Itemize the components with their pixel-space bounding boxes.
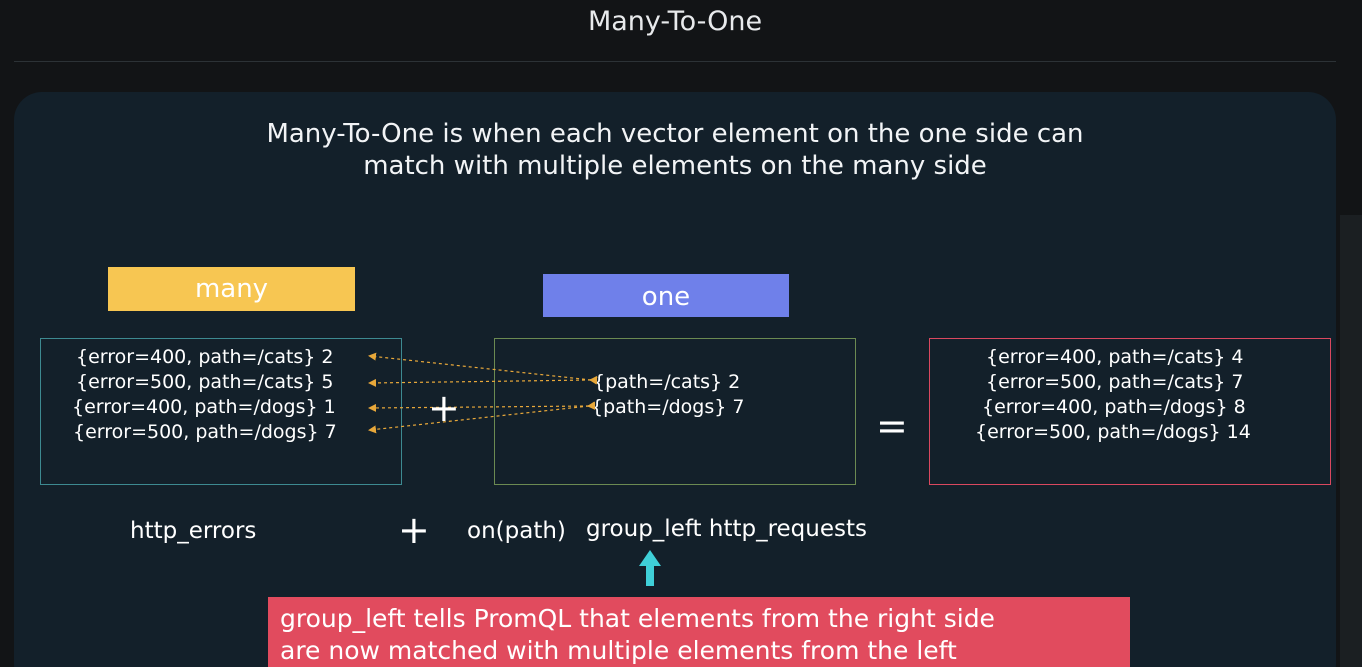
equals-operator: = (876, 404, 908, 448)
up-arrow-icon (639, 550, 661, 586)
result-row: {error=400, path=/dogs} 8 (982, 396, 1246, 418)
result-row: {error=500, path=/cats} 7 (986, 371, 1244, 393)
match-arrow (368, 401, 596, 434)
many-row: {error=500, path=/cats} 5 (76, 371, 334, 393)
heading-line-1: Many-To-One is when each vector element … (266, 119, 1084, 149)
side-strip (1340, 215, 1362, 667)
expr-plus-operator: + (398, 508, 430, 552)
expr-on-clause: on(path) (467, 518, 566, 544)
result-row: {error=400, path=/cats} 4 (986, 346, 1244, 368)
many-row: {error=400, path=/dogs} 1 (72, 396, 336, 418)
slide-panel (14, 92, 1336, 667)
plus-operator: + (428, 386, 460, 430)
many-row: {error=500, path=/dogs} 7 (73, 421, 337, 443)
result-vector-box (929, 338, 1331, 485)
one-row: {path=/cats} 2 (593, 371, 741, 393)
expr-left-metric: http_errors (130, 518, 257, 544)
one-row: {path=/dogs} 7 (591, 396, 745, 418)
match-arrow (368, 375, 598, 387)
one-label: one (543, 274, 789, 317)
match-arrow (368, 401, 596, 412)
expr-group-left: group_left http_requests (586, 516, 867, 542)
title-divider (14, 61, 1336, 62)
page-title: Many-To-One (587, 6, 763, 37)
heading-line-2: match with multiple elements on the many… (363, 151, 987, 181)
result-row: {error=500, path=/dogs} 14 (975, 421, 1251, 443)
many-label: many (108, 267, 355, 311)
many-row: {error=400, path=/cats} 2 (76, 346, 334, 368)
match-arrow (368, 352, 598, 385)
explanation-callout: group_left tells PromQL that elements fr… (268, 597, 1130, 667)
callout-line-2: are now matched with multiple elements f… (280, 636, 957, 665)
slide-heading: Many-To-One is when each vector element … (200, 118, 1150, 182)
callout-line-1: group_left tells PromQL that elements fr… (280, 604, 995, 633)
